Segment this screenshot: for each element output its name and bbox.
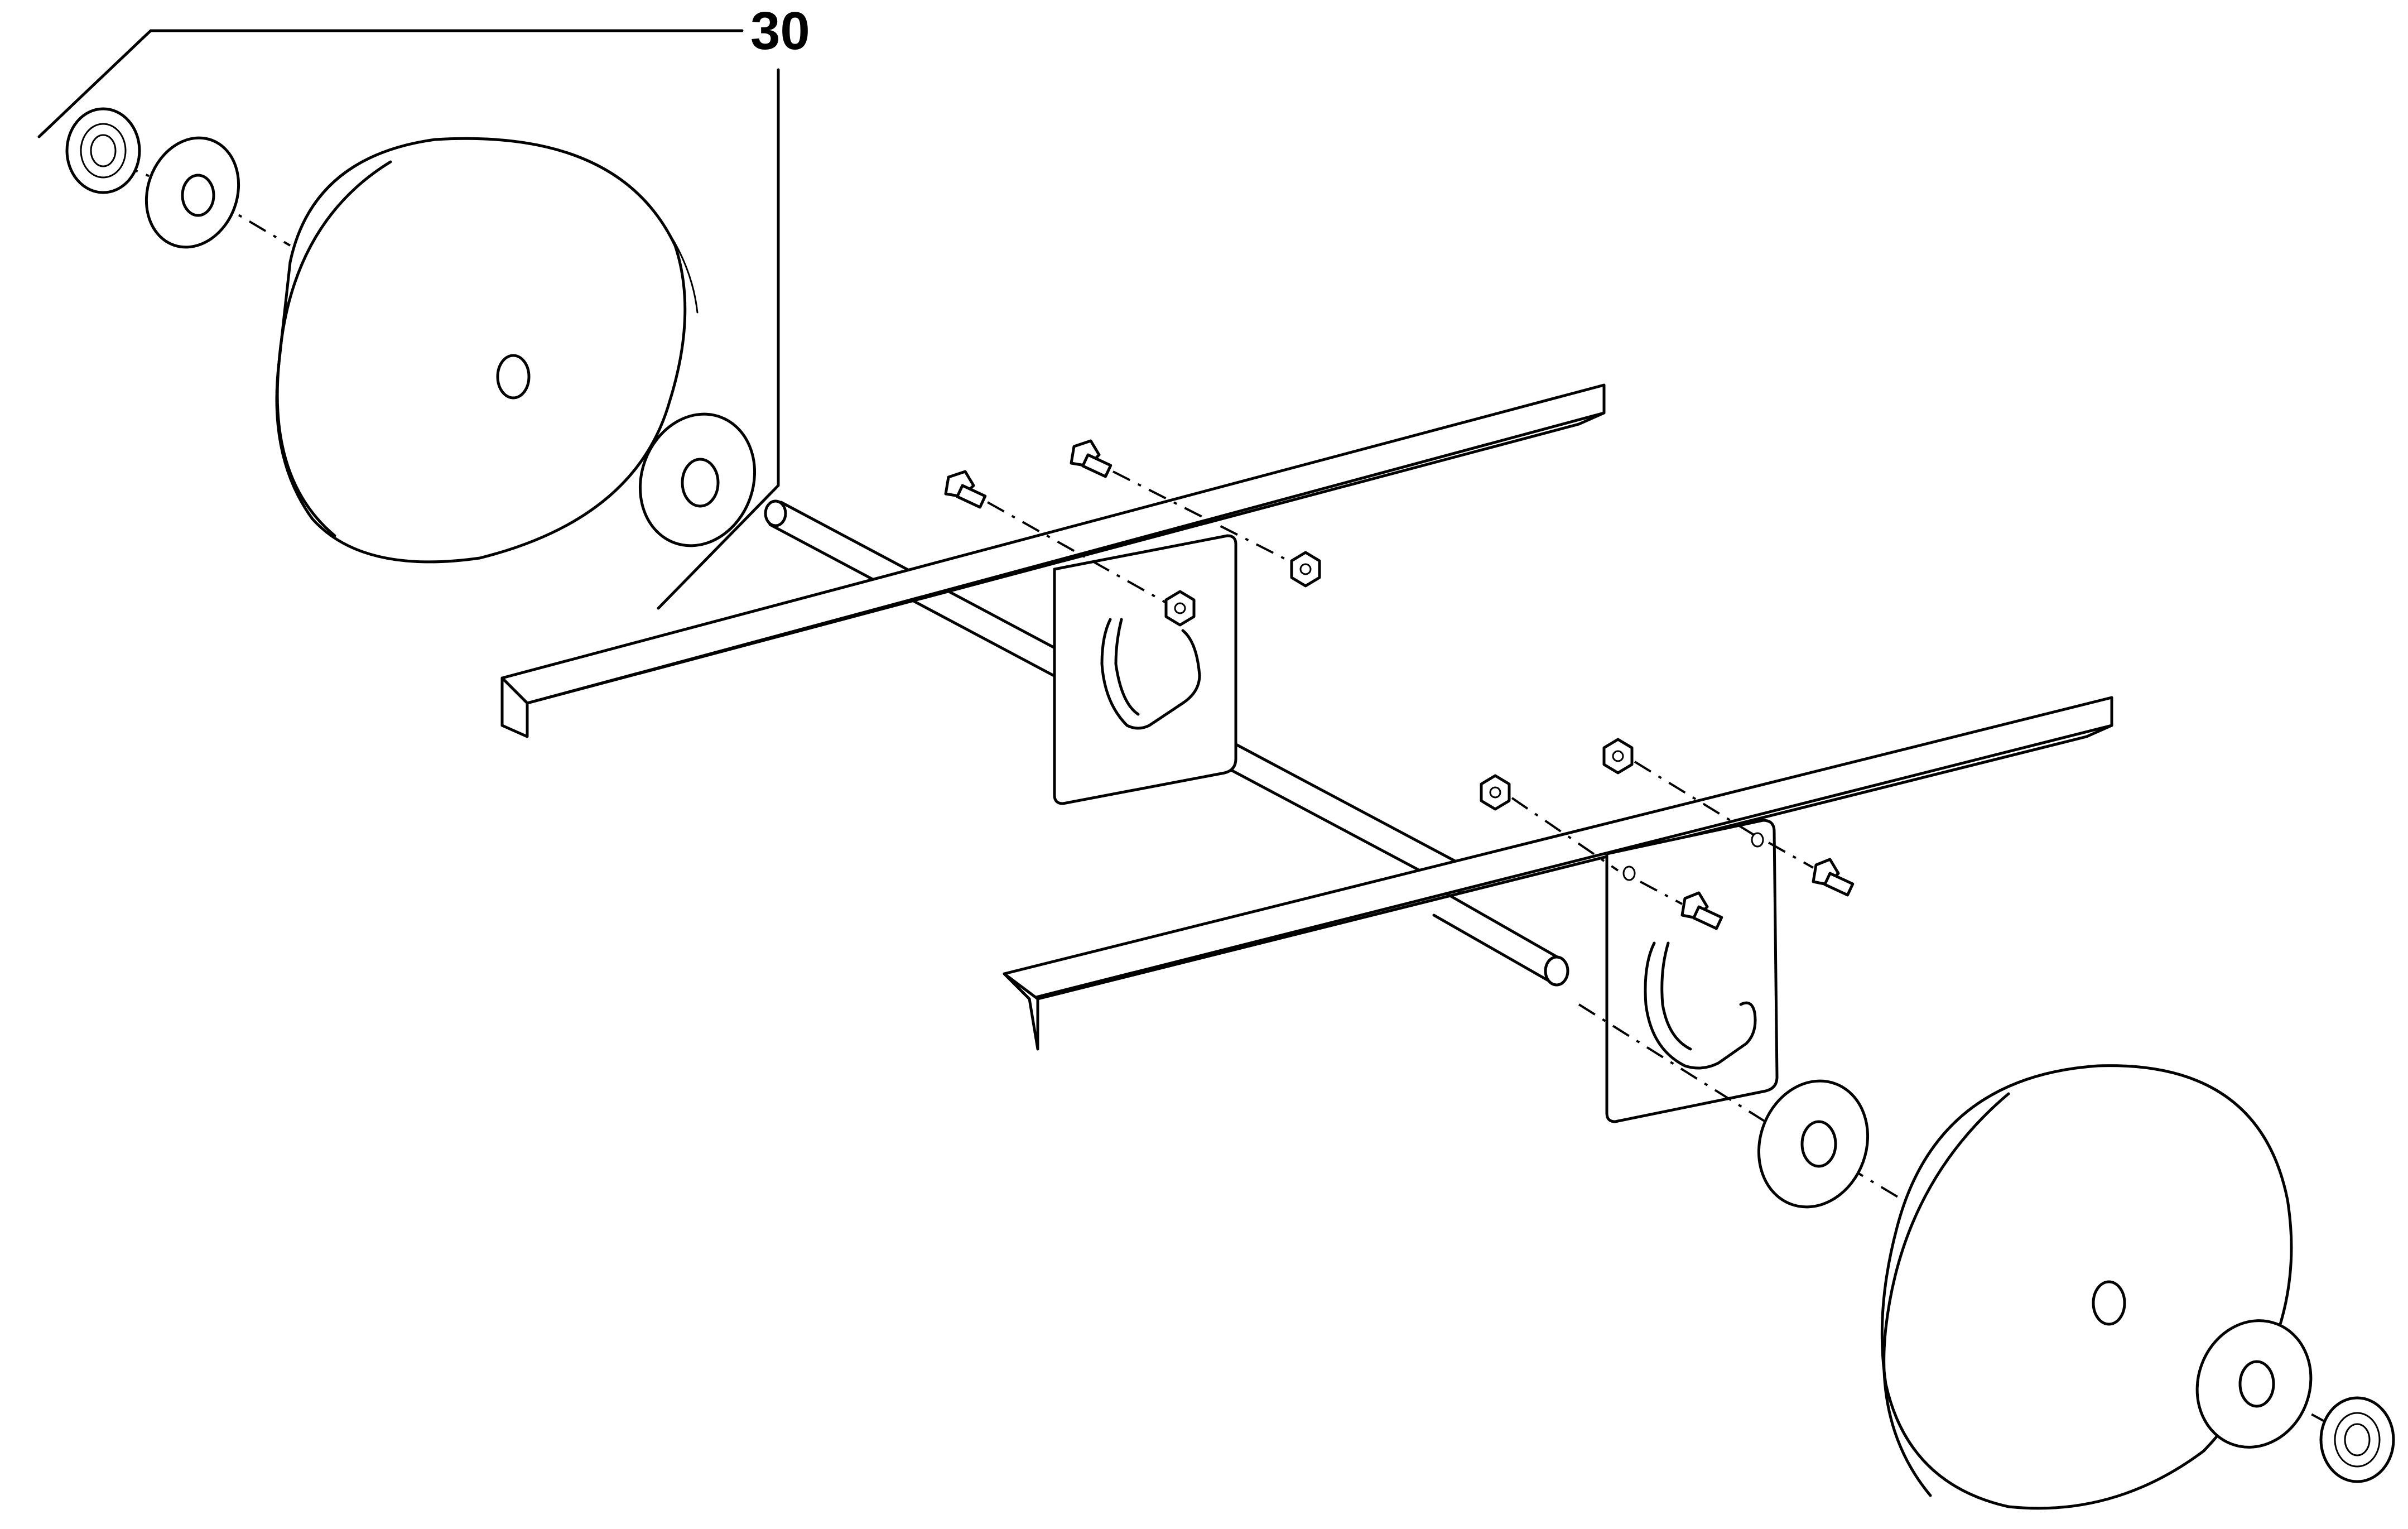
right-wheel-assembly — [1578, 1003, 2395, 1510]
bolt-lower-right — [1768, 842, 1855, 897]
callout-leader-line — [37, 29, 744, 138]
star-lock-washer-right — [2319, 1396, 2395, 1483]
nut-upper-right — [1290, 551, 1321, 588]
callout-number: 30 — [750, 1, 810, 61]
nut-lower-right — [1602, 738, 1759, 838]
callout-bracket-line — [657, 68, 780, 610]
flat-washer-right-outer — [2195, 1319, 2313, 1449]
left-mounting-bracket — [1053, 534, 1237, 805]
upper-angle-rail — [500, 383, 1606, 738]
bolt-upper-right — [1070, 439, 1295, 565]
bolt-lower-left — [1640, 881, 1723, 930]
left-wheel — [275, 137, 699, 564]
callout-30[interactable]: 30 — [37, 1, 810, 610]
lower-angle-rail — [1003, 696, 2113, 1051]
flat-washer-left-inner — [638, 412, 757, 547]
flat-washer-left-outer — [145, 136, 240, 249]
nut-lower-left — [1480, 774, 1619, 872]
nut-upper-left — [1164, 590, 1196, 627]
bolt-upper-left — [944, 470, 1167, 604]
star-lock-washer-left — [65, 107, 141, 194]
flat-washer-right-inner — [1757, 1079, 1870, 1209]
left-wheel-assembly — [65, 107, 757, 564]
right-mounting-bracket — [1605, 819, 1779, 1123]
